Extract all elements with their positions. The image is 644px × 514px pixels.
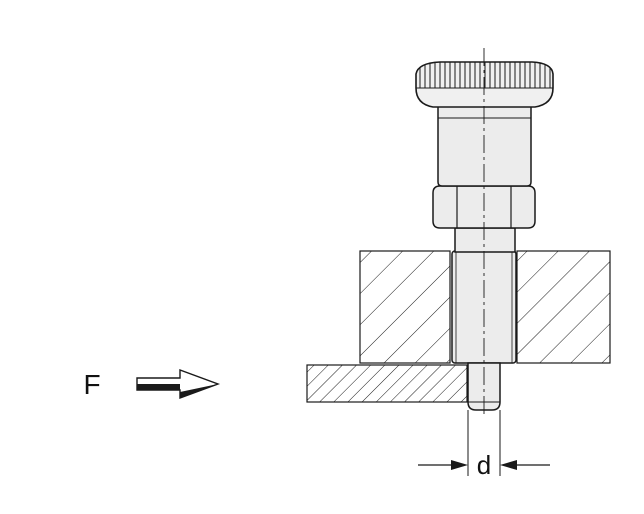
mounting-plate xyxy=(359,250,611,364)
index-pin xyxy=(467,362,501,411)
workpiece-plate xyxy=(306,364,468,403)
plunger-neck xyxy=(454,227,516,253)
mounting-plate-right xyxy=(516,250,611,364)
diameter-label: d xyxy=(477,450,491,480)
force-label: F xyxy=(83,369,100,400)
mounting-plate-left xyxy=(359,250,451,364)
dimension-arrow-icon xyxy=(500,460,550,470)
knob-shank xyxy=(437,105,532,187)
arrow-right-icon xyxy=(136,368,221,400)
force-indicator: F xyxy=(83,368,221,400)
knurled-knob xyxy=(415,61,554,108)
dimension-d: d xyxy=(418,410,550,480)
dimension-arrow-icon xyxy=(418,460,468,470)
